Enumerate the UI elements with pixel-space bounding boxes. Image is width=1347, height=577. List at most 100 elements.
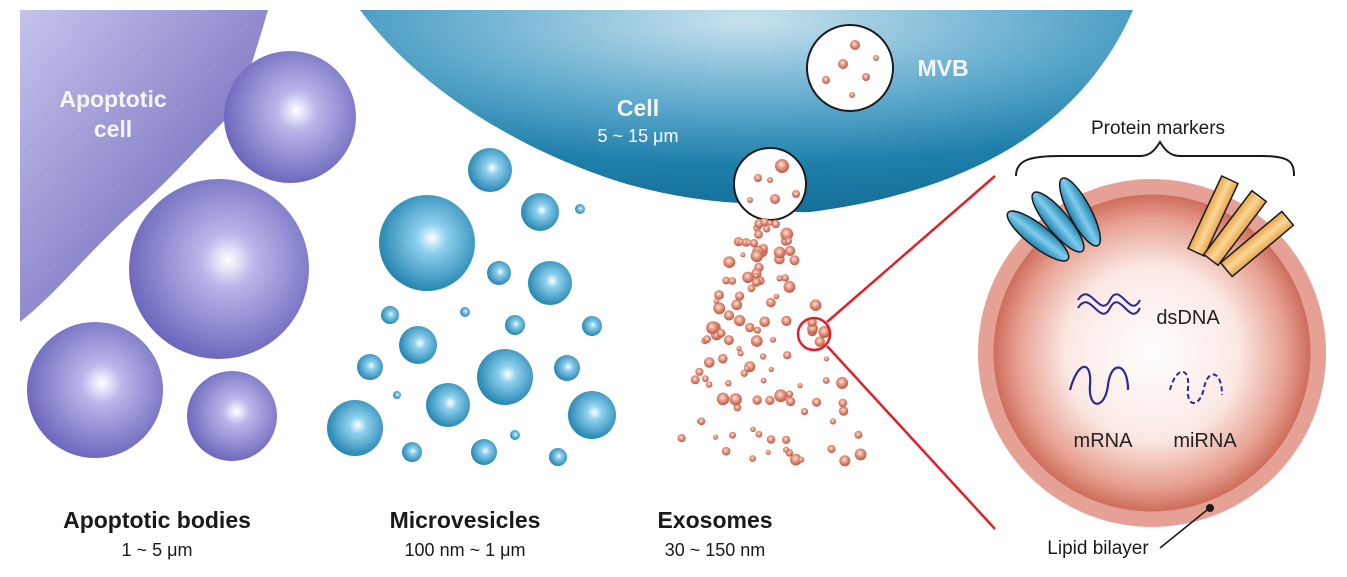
mvb-exosome [850, 40, 860, 50]
protein-marker-orange [1202, 189, 1268, 267]
exosome [716, 392, 730, 406]
exosome [812, 397, 822, 407]
exosome [783, 281, 796, 293]
exosome [782, 435, 791, 444]
exosome [721, 446, 731, 456]
exosome [854, 430, 863, 439]
apoptotic-bodies-group [27, 51, 356, 461]
exosome [729, 393, 742, 406]
exosome [798, 456, 805, 463]
exosome [818, 326, 831, 338]
microvesicle [521, 193, 559, 231]
exosome [701, 375, 709, 383]
exosome [771, 219, 780, 229]
exosome [712, 434, 719, 440]
apoptotic-body [224, 51, 356, 183]
exosome [716, 328, 726, 338]
budding-exosome [770, 194, 780, 204]
callout-line-top [826, 175, 996, 323]
exosome [781, 315, 792, 326]
exosome [706, 321, 719, 335]
callout-line-bottom [826, 345, 996, 530]
exosome [754, 230, 763, 239]
exosome [783, 446, 790, 453]
exosome [750, 249, 763, 263]
mrna-icon [1068, 365, 1130, 405]
exosome [838, 398, 848, 408]
lipid-bilayer-label: Lipid bilayer [1047, 538, 1149, 559]
exosome [740, 252, 746, 258]
mvb [806, 24, 894, 112]
mvb-label: MVB [917, 55, 969, 81]
microvesicle [510, 430, 520, 440]
exosome [838, 406, 849, 416]
budding-exosome [775, 159, 789, 173]
exosome [742, 271, 754, 283]
microvesicle [357, 354, 383, 380]
protein-marker-blue [1031, 191, 1085, 253]
category-name-exosomes: Exosomes [657, 507, 773, 533]
exosome [822, 377, 830, 384]
apoptotic-body [187, 371, 277, 461]
exosome [781, 274, 789, 282]
category-name-apoptotic-bodies: Apoptotic bodies [63, 507, 251, 533]
exosome [768, 366, 774, 373]
mvb-exosomes [822, 40, 879, 98]
exosome [723, 310, 735, 321]
protein-marker-orange [1219, 210, 1295, 278]
category-name-microvesicles: Microvesicles [389, 507, 541, 533]
microvesicle [393, 391, 401, 399]
protein-marker-orange [1186, 174, 1240, 258]
exosome [735, 291, 745, 301]
microvesicle [549, 448, 567, 466]
exosome [753, 273, 759, 279]
exosome [785, 390, 794, 398]
exosome [677, 434, 686, 443]
exosome [723, 256, 736, 268]
exosome [750, 335, 763, 347]
microvesicle [471, 439, 497, 465]
category-size-exosomes: 30 ~ 150 nm [664, 540, 766, 560]
exosome [747, 284, 756, 293]
cell-body [360, 10, 1133, 213]
budding-exosome [767, 177, 773, 183]
protein-marker-blue-group [1006, 177, 1102, 262]
exosome [697, 417, 706, 426]
budding-exosome [754, 174, 762, 182]
microvesicles-group [327, 148, 616, 466]
mvb-exosome [873, 55, 879, 61]
exosome [733, 403, 742, 412]
exosome [814, 336, 825, 347]
protein-markers-bracket [1015, 140, 1295, 177]
microvesicle [477, 349, 533, 405]
exosome [760, 377, 767, 384]
exosome [760, 217, 769, 227]
microvesicle [568, 391, 616, 439]
exosome [766, 297, 776, 308]
exosome [731, 299, 743, 311]
exosome [839, 455, 851, 467]
exosome [765, 449, 771, 455]
exosome [713, 302, 726, 315]
lipid-bilayer-pointer [1159, 509, 1208, 549]
mirna-label: miRNA [1173, 430, 1237, 452]
exosome [823, 356, 830, 362]
exosome [744, 365, 750, 372]
exosome [774, 389, 788, 403]
exosome [789, 255, 800, 266]
exosome [718, 353, 728, 364]
mirna-icon [1169, 370, 1223, 404]
dsdna-label: dsDNA [1156, 307, 1220, 329]
apoptotic-body [129, 179, 309, 359]
exosome [713, 298, 720, 304]
exosome [770, 336, 777, 343]
microvesicle [460, 307, 470, 317]
microvesicle [426, 383, 470, 427]
exosome [749, 455, 756, 462]
microvesicle [402, 442, 422, 462]
exosome [776, 275, 783, 282]
protein-marker-orange-group [1186, 174, 1295, 278]
protein-marker-blue [1006, 210, 1070, 262]
exosome [736, 346, 742, 352]
exosome [723, 335, 734, 346]
